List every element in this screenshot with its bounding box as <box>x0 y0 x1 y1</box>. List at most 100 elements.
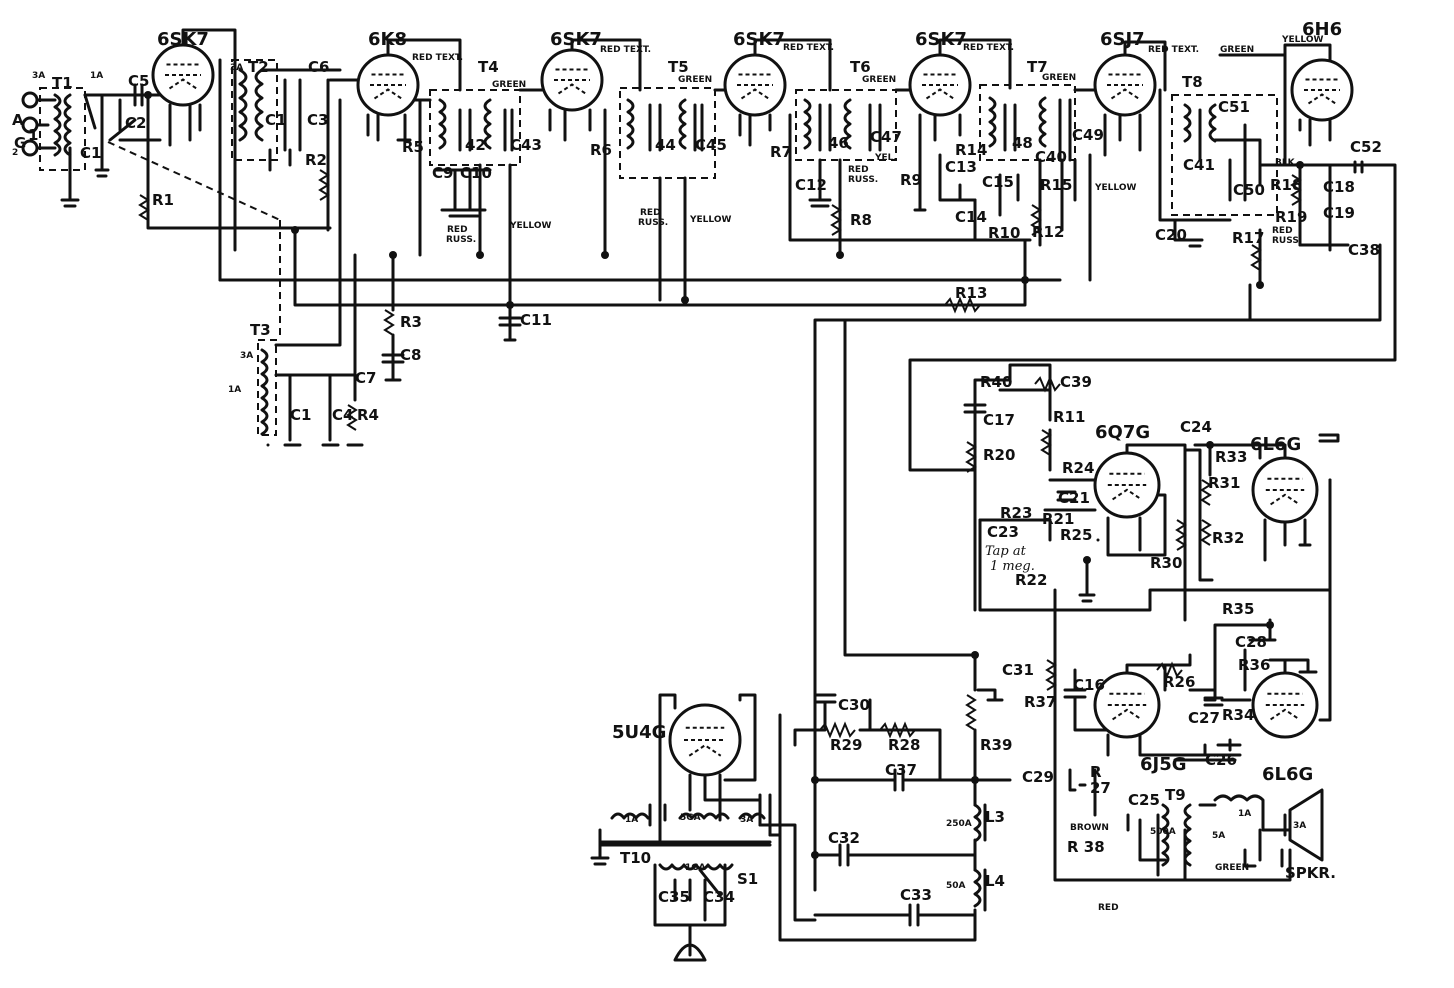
wire-note: RED TEXT. <box>1148 45 1199 55</box>
terminal-label: 3A <box>1293 821 1306 831</box>
tube-5u4g: 5U4G <box>612 703 742 777</box>
component-label: C28 <box>1235 633 1267 651</box>
component-label: T10 <box>620 849 651 867</box>
terminal-label: 5GA <box>680 813 701 823</box>
wire-note: RUSS. <box>848 175 878 185</box>
terminal-label: 250A <box>946 819 972 829</box>
component-label: C5 <box>128 72 149 90</box>
tube-label: 5U4G <box>612 722 666 743</box>
terminal-label: 3A <box>740 815 753 825</box>
tube-label: 6L6G <box>1250 434 1301 455</box>
wire-note: RED <box>1098 903 1119 913</box>
component-label: R10 <box>988 224 1020 242</box>
terminal-label: 1A <box>625 815 638 825</box>
tube-6j5g: 6J5G <box>1093 671 1187 775</box>
component-label: SPKR. <box>1285 864 1336 882</box>
component-label: C32 <box>828 829 860 847</box>
component-label: C15 <box>982 173 1014 191</box>
component-label: C29 <box>1022 768 1054 786</box>
component-label: C2 <box>125 114 146 132</box>
tube-label: 6Q7G <box>1095 422 1150 443</box>
terminal-label: 1A <box>90 71 103 81</box>
component-label: C18 <box>1323 178 1355 196</box>
junction-dots <box>144 91 1304 859</box>
wire-note: RED TEXT. <box>600 45 651 55</box>
wire-note: RED <box>848 165 869 175</box>
tube-6l6g: 6L6G <box>1251 671 1319 785</box>
terminal-label: 1GA <box>685 863 706 873</box>
component-label: R1 <box>152 191 174 209</box>
component-label: C7 <box>355 369 376 387</box>
component-label: S1 <box>737 870 758 888</box>
component-label: C4 <box>332 406 353 424</box>
component-label: L3 <box>985 808 1005 826</box>
component-label: C1 <box>265 111 286 129</box>
tube-label: 6SK7 <box>915 29 967 50</box>
component-label: L4 <box>985 872 1005 890</box>
component-label: R <box>1090 763 1102 781</box>
component-label: G <box>14 134 26 152</box>
component-label: R7 <box>770 143 792 161</box>
component-label: T4 <box>478 58 499 76</box>
wiring <box>21 28 1397 962</box>
component-label: R39 <box>980 736 1012 754</box>
component-label: C14 <box>955 208 987 226</box>
tube-6sk7: 6SK7 <box>540 29 604 112</box>
component-label: C1 <box>80 144 101 162</box>
wire-note: RUSS. <box>1272 236 1302 246</box>
component-label: C1 <box>290 406 311 424</box>
component-label: T3 <box>250 321 271 339</box>
component-label: R6 <box>590 141 612 159</box>
component-label: R15 <box>1040 176 1072 194</box>
component-label: T7 <box>1027 58 1048 76</box>
component-label: C21 <box>1058 489 1090 507</box>
terminal-label: 500A <box>1150 827 1176 837</box>
terminal-label: 1A <box>1238 809 1251 819</box>
component-label: C17 <box>983 411 1015 429</box>
component-label: R26 <box>1163 673 1195 691</box>
component-label: R 38 <box>1067 838 1105 856</box>
component-label: R9 <box>900 171 922 189</box>
tube-label: 6SK7 <box>733 29 785 50</box>
component-label: 42 <box>465 136 486 154</box>
tube-label: 6J5G <box>1140 754 1187 775</box>
component-label: T9 <box>1165 786 1186 804</box>
component-label: C13 <box>945 158 977 176</box>
component-label: R37 <box>1024 693 1056 711</box>
wire-note: RED TEXT. <box>783 43 834 53</box>
component-label: R20 <box>983 446 1015 464</box>
wire-note: YELLOW <box>1281 35 1323 45</box>
handwritten-line-2: 1 meg. <box>990 559 1035 574</box>
component-label: C27 <box>1188 709 1220 727</box>
wire-note: RED <box>1272 226 1293 236</box>
component-label: C10 <box>460 164 492 182</box>
component-label: T5 <box>668 58 689 76</box>
wire-note: GREEN <box>1215 863 1249 873</box>
wire-note: RED <box>640 208 661 218</box>
component-label: R40 <box>980 373 1012 391</box>
tube-6l6g: 6L6G <box>1250 434 1319 524</box>
tube-label: 6SJ7 <box>1100 29 1145 50</box>
handwritten-note: Tap at 1 meg. <box>985 544 1035 574</box>
tube-6sj7: 6SJ7 <box>1093 29 1157 117</box>
component-label: R3 <box>400 313 422 331</box>
tube-6k8: 6K8 <box>356 29 420 117</box>
tube-label: 6SK7 <box>550 29 602 50</box>
component-label: R30 <box>1150 554 1182 572</box>
component-label: C6 <box>308 58 329 76</box>
component-label: R23 <box>1000 504 1032 522</box>
tube-label: 6L6G <box>1262 764 1313 785</box>
wire-note: YELLOW <box>1094 183 1136 193</box>
component-label: C45 <box>695 136 727 154</box>
component-label: C41 <box>1183 156 1215 174</box>
component-label: R14 <box>955 141 987 159</box>
wire-note: YELLOW <box>509 221 551 231</box>
tube-6sk7: 6SK7 <box>151 29 215 107</box>
wire-note: GREEN <box>1220 45 1254 55</box>
component-label: C30 <box>838 696 870 714</box>
component-label: R2 <box>305 151 327 169</box>
tube-label: 6K8 <box>368 29 407 50</box>
